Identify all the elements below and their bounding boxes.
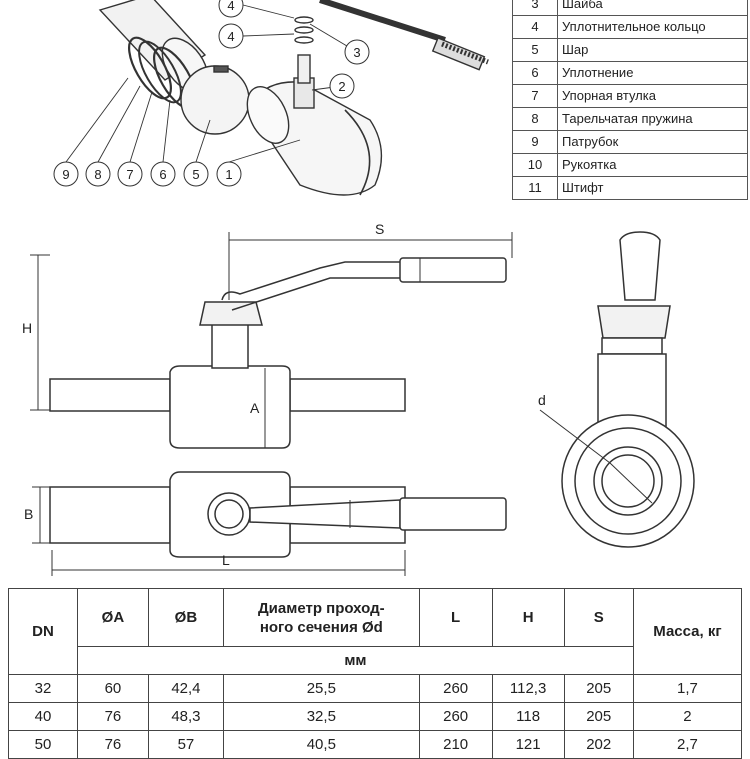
part-name: Рукоятка (557, 153, 748, 177)
dim-l-label: L (222, 552, 230, 568)
side-view (561, 231, 695, 548)
callout-7: 7 (117, 161, 143, 187)
spec-cell-a: 76 (76, 730, 149, 759)
header-h: H (491, 588, 565, 647)
part-name: Штифт (557, 176, 748, 200)
header-d-line2: ного сечения Ød (259, 618, 383, 636)
exploded-view (98, 0, 489, 196)
callout-label: 2 (338, 79, 345, 94)
part-number: 11 (512, 176, 558, 200)
callout-5: 5 (183, 161, 209, 187)
dim-b-label: B (24, 506, 33, 522)
header-units: мм (76, 646, 634, 675)
spec-cell-l: 260 (418, 702, 493, 731)
callout-label: 1 (225, 167, 232, 182)
part-number: 10 (512, 153, 558, 177)
part-name: Шар (557, 38, 748, 62)
spec-cell-h: 121 (491, 730, 565, 759)
spec-cell-l: 260 (418, 674, 493, 703)
spec-cell-a: 76 (76, 702, 149, 731)
spec-cell-d: 40,5 (222, 730, 420, 759)
callout-4: 4 (218, 23, 244, 49)
callout-8: 8 (85, 161, 111, 187)
callout-3: 3 (344, 39, 370, 65)
header-b: ØB (147, 588, 224, 647)
dim-a-label: A (250, 400, 260, 416)
callout-1: 1 (216, 161, 242, 187)
callout-label: 8 (94, 167, 101, 182)
header-l: L (418, 588, 493, 647)
part-name: Патрубок (557, 130, 748, 154)
spec-cell-mass: 1,7 (632, 674, 743, 703)
spec-cell-dn: 32 (8, 674, 78, 703)
callout-4: 4 (218, 0, 244, 18)
callout-2: 2 (329, 73, 355, 99)
part-number: 6 (512, 61, 558, 85)
header-d-line1: Диаметр проход- (258, 599, 385, 617)
spec-cell-s: 205 (563, 702, 634, 731)
part-name: Уплотнительное кольцо (557, 15, 748, 39)
callout-label: 7 (126, 167, 133, 182)
top-view (49, 471, 507, 558)
header-dn: DN (8, 588, 78, 675)
part-name: Уплотнение (557, 61, 748, 85)
part-name: Шайба (557, 0, 748, 16)
spec-cell-s: 205 (563, 674, 634, 703)
part-name: Тарельчатая пружина (557, 107, 748, 131)
callout-label: 9 (62, 167, 69, 182)
spec-cell-s: 202 (563, 730, 634, 759)
callout-label: 4 (227, 0, 234, 13)
spec-cell-h: 112,3 (491, 674, 565, 703)
callout-label: 5 (192, 167, 199, 182)
part-number: 5 (512, 38, 558, 62)
spec-cell-a: 60 (76, 674, 149, 703)
spec-cell-mass: 2 (632, 702, 743, 731)
header-a: ØA (76, 588, 149, 647)
callout-label: 3 (353, 45, 360, 60)
callout-9: 9 (53, 161, 79, 187)
spec-cell-dn: 40 (8, 702, 78, 731)
callout-label: 6 (159, 167, 166, 182)
part-number: 8 (512, 107, 558, 131)
header-mass: Масса, кг (632, 588, 743, 675)
dim-h-label: H (22, 320, 32, 336)
spec-cell-mass: 2,7 (632, 730, 743, 759)
spec-cell-d: 25,5 (222, 674, 420, 703)
dim-s-label: S (375, 221, 384, 237)
part-number: 3 (512, 0, 558, 16)
spec-cell-b: 48,3 (147, 702, 224, 731)
spec-cell-l: 210 (418, 730, 493, 759)
callout-label: 4 (227, 29, 234, 44)
callouts: 9 8 7 6 5 1 2 3 4 4 (53, 0, 370, 187)
part-number: 7 (512, 84, 558, 108)
header-s: S (563, 588, 634, 647)
header-d: Диаметр проход- ного сечения Ød (222, 588, 420, 647)
dim-d-label: d (538, 392, 546, 408)
part-name: Упорная втулка (557, 84, 748, 108)
spec-cell-b: 57 (147, 730, 224, 759)
part-number: 9 (512, 130, 558, 154)
callout-6: 6 (150, 161, 176, 187)
front-view (49, 257, 507, 449)
spec-cell-b: 42,4 (147, 674, 224, 703)
spec-cell-h: 118 (491, 702, 565, 731)
spec-table: DN ØA ØB Диаметр проход- ного сечения Ød… (8, 588, 743, 759)
spec-cell-d: 32,5 (222, 702, 420, 731)
spec-cell-dn: 50 (8, 730, 78, 759)
part-number: 4 (512, 15, 558, 39)
